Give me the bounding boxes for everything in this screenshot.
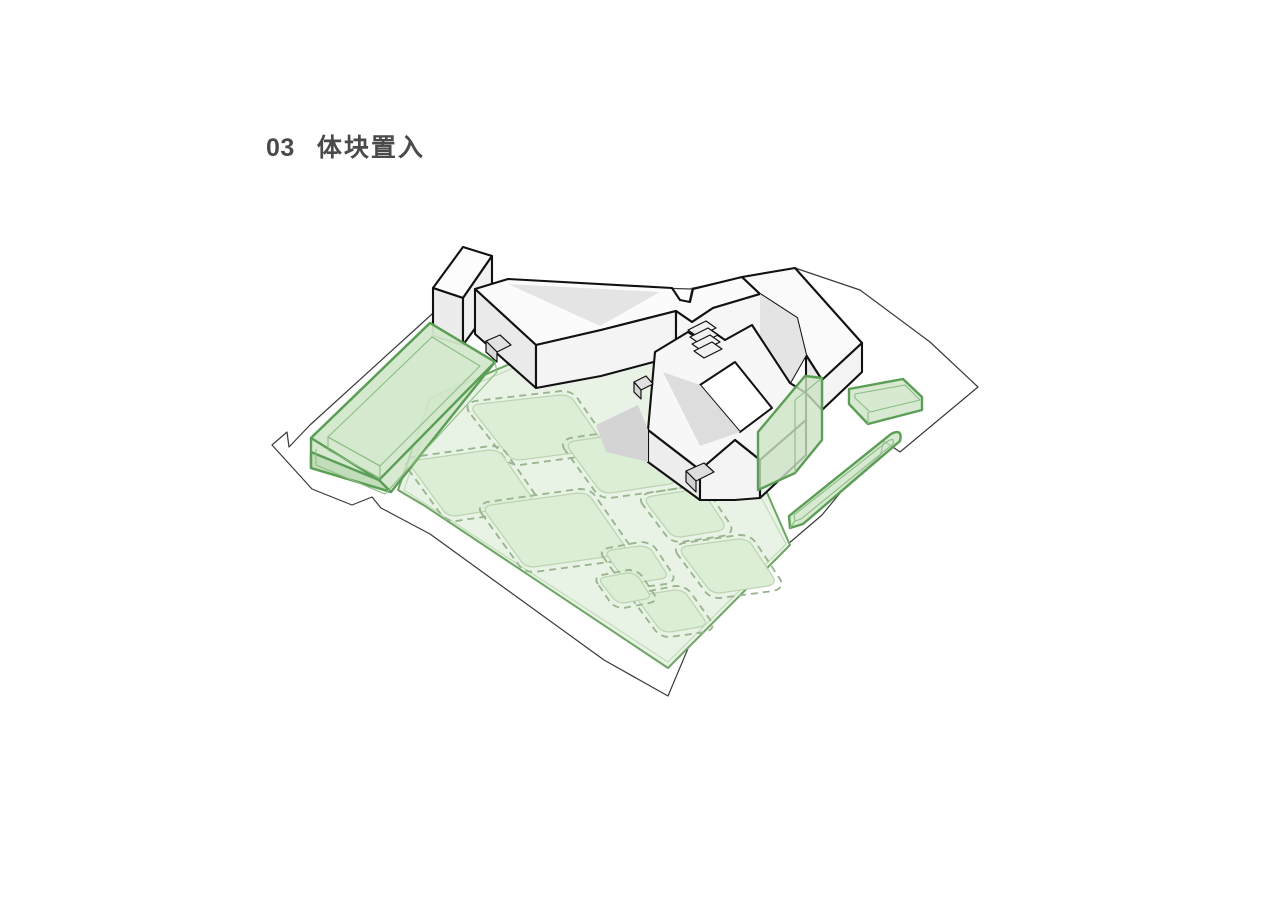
ground-shadow-wedge [596,405,648,462]
stair-steps-center [687,320,723,359]
green-volume-east-wedge[interactable] [756,374,824,492]
connector-stubs [485,334,715,493]
green-volume-south-bar[interactable] [787,430,902,530]
title-number: 03 [266,134,295,162]
green-volume-west-bar[interactable] [309,321,498,495]
green-volume-north-bar[interactable] [847,377,924,426]
plot-footprint [639,485,733,543]
plot-footprint [674,534,783,599]
page-title: 03 体块置入 [266,128,425,164]
plot-footprint [595,569,657,609]
title-text: 体块置入 [316,134,425,162]
main-bar-north [473,275,762,390]
